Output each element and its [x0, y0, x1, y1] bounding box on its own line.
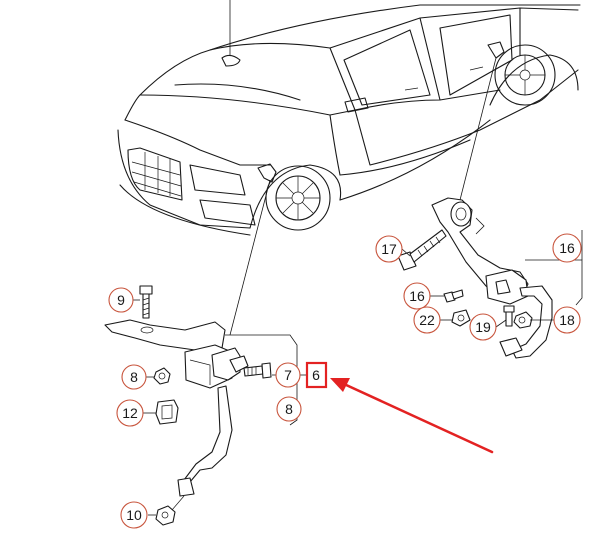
callout-10[interactable]: 10: [120, 501, 148, 529]
callout-12[interactable]: 12: [116, 399, 144, 427]
callout-16a-label: 16: [409, 288, 425, 304]
callout-17[interactable]: 17: [375, 235, 403, 263]
callout-9[interactable]: 9: [108, 287, 134, 313]
rear-level-sensor-assembly: [397, 197, 583, 359]
callout-12-label: 12: [122, 405, 138, 421]
car-illustration: [117, 0, 581, 236]
leader-front: [229, 179, 271, 336]
front-level-sensor-assembly: [104, 285, 298, 526]
callout-17-label: 17: [381, 241, 397, 257]
callout-7[interactable]: 7: [275, 362, 301, 388]
arrow-head-icon: [330, 378, 350, 392]
callout-6-label: 6: [312, 367, 320, 383]
callout-8-label: 8: [130, 369, 138, 385]
callout-19-label: 19: [475, 319, 491, 335]
callout-8b-label: 8: [285, 401, 293, 417]
callout-7-label: 7: [284, 367, 292, 383]
callout-22-label: 22: [419, 312, 435, 328]
callout-18[interactable]: 18: [553, 306, 581, 334]
callout-19[interactable]: 19: [469, 313, 497, 341]
red-pointer-arrow: [330, 378, 494, 454]
callout-6-highlighted[interactable]: 6: [305, 361, 328, 389]
callout-18-label: 18: [559, 312, 575, 328]
callout-leaders: [133, 248, 554, 516]
leader-rear: [459, 57, 497, 201]
callout-8-lower[interactable]: 8: [276, 396, 302, 422]
callout-22[interactable]: 22: [413, 306, 441, 334]
callout-8[interactable]: 8: [121, 364, 147, 390]
callout-16-upper[interactable]: 16: [552, 233, 582, 263]
callout-10-label: 10: [126, 507, 142, 523]
callout-16b-label: 16: [559, 240, 575, 256]
callout-16-lower[interactable]: 16: [403, 282, 431, 310]
callout-9-label: 9: [117, 292, 125, 308]
